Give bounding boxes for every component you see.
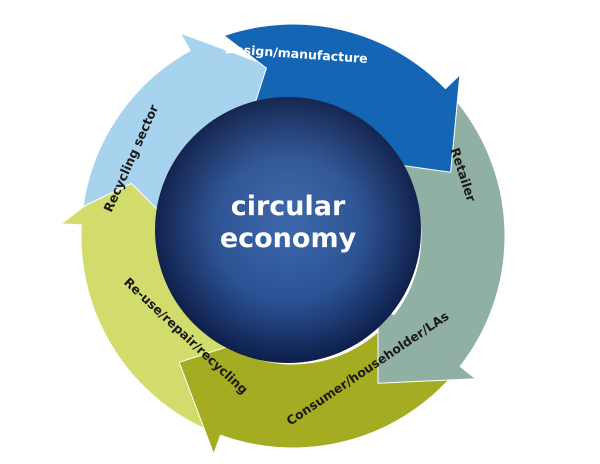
center-title-line-1: circular bbox=[231, 191, 346, 222]
center-title-line-2: economy bbox=[220, 223, 357, 254]
center-hub: circular economy bbox=[155, 97, 421, 363]
